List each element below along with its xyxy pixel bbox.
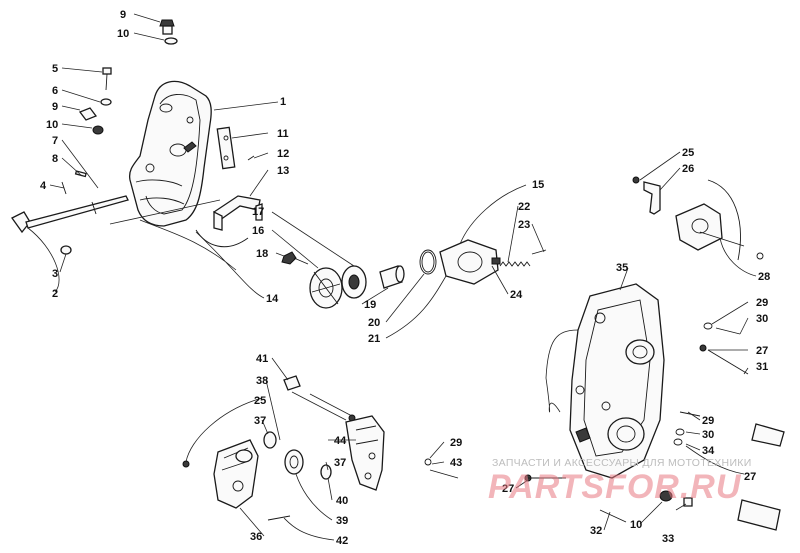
callout-11: 11 bbox=[277, 128, 289, 140]
gear-17 bbox=[341, 265, 367, 299]
callout-3: 3 bbox=[52, 268, 58, 280]
callout-27: 27 bbox=[502, 483, 514, 495]
callout-28: 28 bbox=[758, 271, 770, 283]
callout-37: 37 bbox=[334, 457, 346, 469]
callout-26: 26 bbox=[682, 163, 694, 175]
callout-15: 15 bbox=[532, 179, 544, 191]
callout-38: 38 bbox=[256, 375, 268, 387]
callout-29: 29 bbox=[702, 415, 714, 427]
mount-bracket-44 bbox=[345, 415, 459, 491]
callout-1: 1 bbox=[280, 96, 286, 108]
callout-39: 39 bbox=[336, 515, 348, 527]
callout-42: 42 bbox=[336, 535, 348, 547]
callout-8: 8 bbox=[52, 153, 58, 165]
callout-41: 41 bbox=[256, 353, 268, 365]
dipstick bbox=[100, 67, 112, 106]
tensioner-arm-36 bbox=[182, 439, 291, 521]
callout-18: 18 bbox=[256, 248, 268, 260]
callout-40: 40 bbox=[336, 495, 348, 507]
callout-16: 16 bbox=[252, 225, 264, 237]
callout-22: 22 bbox=[518, 201, 530, 213]
watermark-tagline: ЗАПЧАСТИ И АКСЕССУАРЫ ДЛЯ МОТОТЕХНИКИ bbox=[492, 457, 752, 469]
callout-5: 5 bbox=[52, 63, 58, 75]
callout-25: 25 bbox=[682, 147, 694, 159]
callout-13: 13 bbox=[277, 165, 289, 177]
callout-37: 37 bbox=[254, 415, 266, 427]
callout-43: 43 bbox=[450, 457, 462, 469]
callout-32: 32 bbox=[590, 525, 602, 537]
callout-2: 2 bbox=[52, 288, 58, 300]
bracket-13 bbox=[213, 195, 263, 231]
callout-27: 27 bbox=[756, 345, 768, 357]
callout-14: 14 bbox=[266, 293, 279, 305]
callout-33: 33 bbox=[662, 533, 674, 545]
plate-and-screw bbox=[216, 126, 255, 170]
callout-4: 4 bbox=[40, 180, 47, 192]
callout-27: 27 bbox=[744, 471, 756, 483]
callout-9: 9 bbox=[52, 101, 58, 113]
right-hardware bbox=[524, 252, 785, 531]
callout-31: 31 bbox=[756, 361, 768, 373]
callout-44: 44 bbox=[334, 435, 347, 447]
callout-17: 17 bbox=[252, 206, 264, 218]
shift-shaft bbox=[11, 170, 129, 255]
callout-7: 7 bbox=[52, 135, 58, 147]
callout-19: 19 bbox=[364, 299, 376, 311]
callout-35: 35 bbox=[616, 262, 628, 274]
bolt-18 bbox=[281, 251, 309, 265]
cap-and-gasket-top bbox=[159, 19, 178, 45]
callout-12: 12 bbox=[277, 148, 289, 160]
callout-34: 34 bbox=[702, 445, 715, 457]
callout-20: 20 bbox=[368, 317, 380, 329]
bushing-19 bbox=[379, 265, 405, 289]
leader-lines bbox=[27, 13, 757, 541]
callout-29: 29 bbox=[756, 297, 768, 309]
callout-6: 6 bbox=[52, 85, 58, 97]
flange-26 bbox=[632, 176, 745, 261]
gear-16 bbox=[309, 267, 343, 309]
callout-10: 10 bbox=[46, 119, 58, 131]
gearcase-cover bbox=[128, 80, 212, 227]
callout-24: 24 bbox=[510, 289, 523, 301]
callout-23: 23 bbox=[518, 219, 530, 231]
o-ring-20 bbox=[419, 249, 437, 275]
housing-35 bbox=[569, 283, 665, 479]
callout-29: 29 bbox=[450, 437, 462, 449]
callout-10: 10 bbox=[117, 28, 129, 40]
gasket-wire bbox=[195, 229, 249, 248]
pump-housing-15 bbox=[439, 239, 501, 285]
callout-labels: 9 10 5 6 9 10 7 8 4 3 2 1 11 12 13 14 17… bbox=[40, 9, 770, 547]
watermark-logo: PARTSFOR.RU bbox=[488, 468, 742, 506]
callout-30: 30 bbox=[702, 429, 714, 441]
callout-9: 9 bbox=[120, 9, 126, 21]
callout-10: 10 bbox=[630, 519, 642, 531]
callout-25: 25 bbox=[254, 395, 266, 407]
callout-30: 30 bbox=[756, 313, 768, 325]
plug-and-washer-left bbox=[78, 107, 104, 135]
callout-21: 21 bbox=[368, 333, 380, 345]
spring-22 bbox=[499, 249, 547, 267]
callout-36: 36 bbox=[250, 531, 262, 543]
